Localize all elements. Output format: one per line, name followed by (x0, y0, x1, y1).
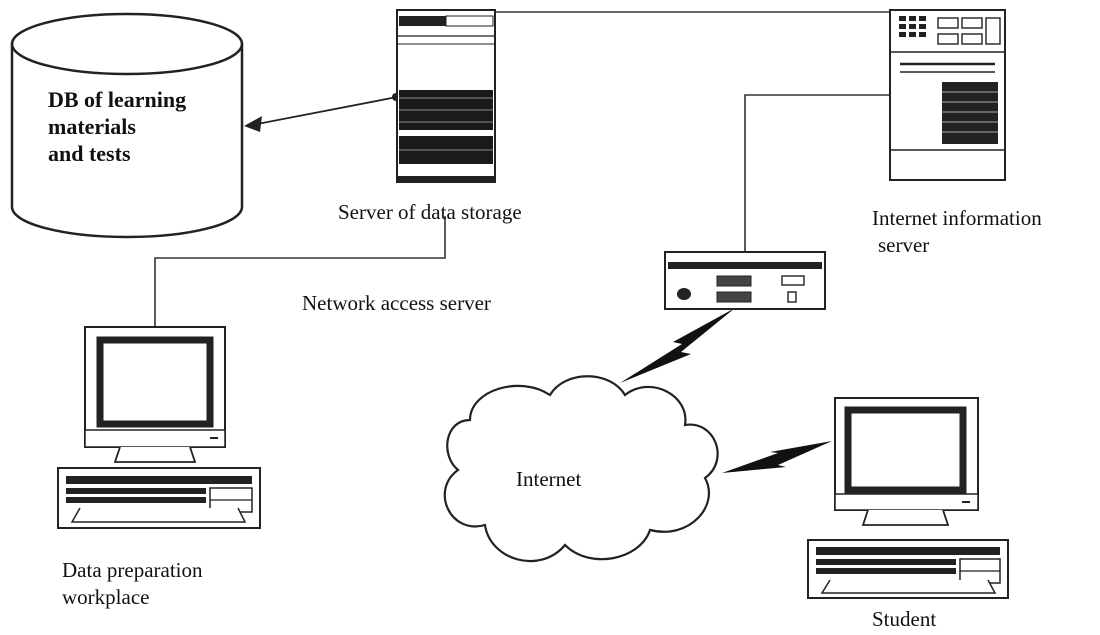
network-access-server-label: Network access server (302, 291, 491, 315)
data-prep-workplace-label: Data preparation workplace (62, 557, 203, 611)
internet-info-server-label: Internet information server (872, 205, 1042, 259)
student-label: Student (872, 607, 937, 631)
internet-info-server-icon (889, 9, 1006, 181)
network-access-server-icon (664, 251, 826, 310)
lightning-bolt-icon (620, 308, 735, 383)
workplace-computer-icon (57, 326, 261, 529)
internet-info-server-label-line: server (878, 233, 930, 257)
data-prep-workplace-label-line: workplace (62, 585, 150, 609)
database-label: DB of learning materials and tests (48, 86, 186, 167)
internet-info-server-label-line: Internet information (872, 206, 1042, 230)
internet-cloud-icon (443, 375, 719, 563)
data-storage-server-label: Server of data storage (338, 200, 522, 224)
data-prep-workplace-label-line: Data preparation (62, 558, 203, 582)
link-access-to-info-server (744, 94, 890, 252)
internet-label: Internet (516, 467, 582, 491)
database-cylinder-icon (10, 12, 244, 239)
data-storage-server-icon (396, 9, 496, 183)
database-label-line: DB of learning (48, 87, 187, 112)
wireless-links (620, 308, 832, 473)
lightning-bolt-icon (722, 441, 832, 473)
connection-lines (154, 11, 890, 327)
link-storage-to-workplace (154, 216, 446, 327)
arrow-server-to-db (244, 93, 400, 132)
database-label-line: and tests (48, 141, 131, 166)
student-computer-icon (807, 397, 1009, 599)
database-label-line: materials (48, 114, 136, 139)
